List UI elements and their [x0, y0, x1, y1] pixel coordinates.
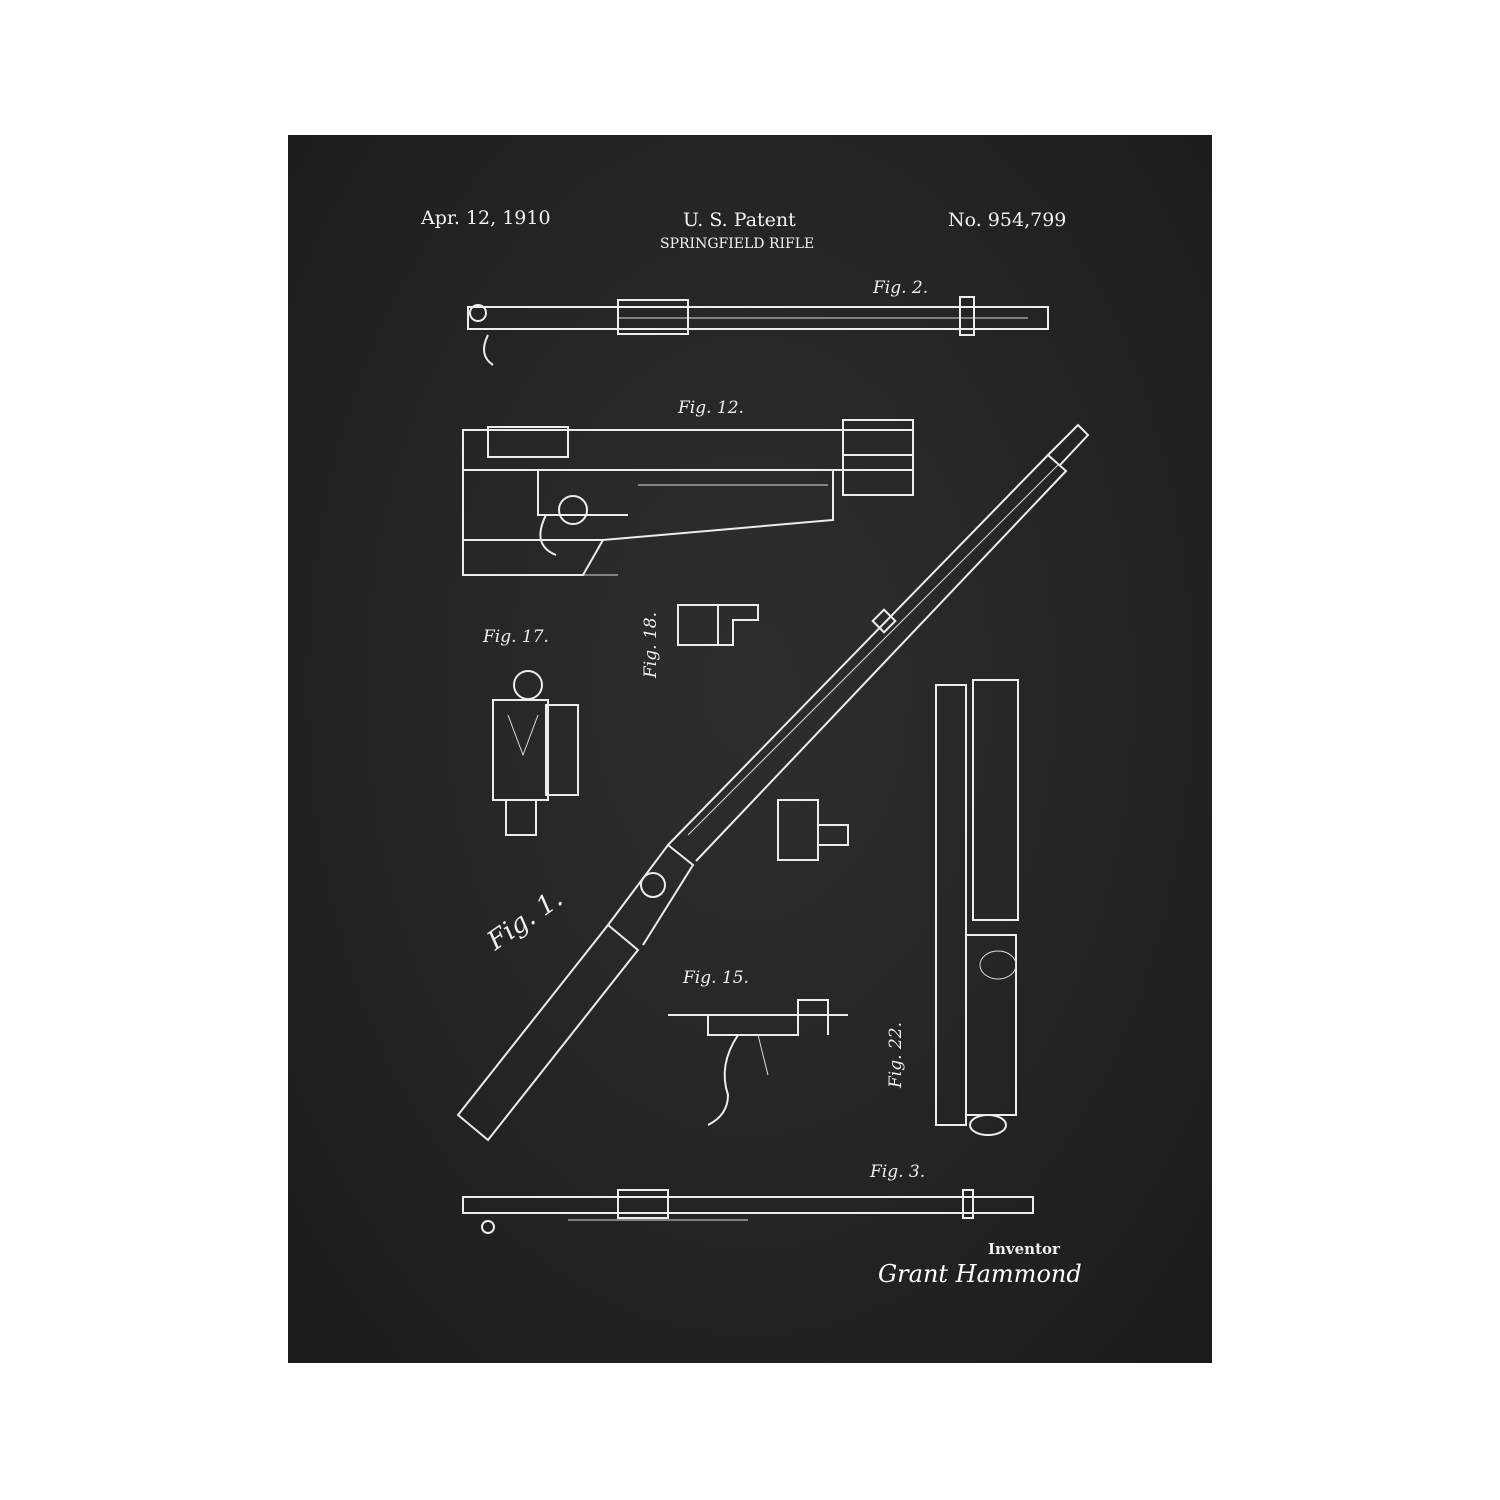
fig15-label: Fig. 15. — [683, 968, 749, 988]
patent-office: U. S. Patent — [683, 209, 796, 231]
patent-title: SPRINGFIELD RIFLE — [660, 236, 815, 252]
fig12-drawing — [462, 419, 914, 576]
patent-poster: Apr. 12, 1910 U. S. Patent SPRINGFIELD R… — [288, 135, 1212, 1363]
fig18-label: Fig. 18. — [640, 612, 661, 678]
fig12-label: Fig. 12. — [678, 398, 744, 418]
fig2-drawing — [467, 296, 1049, 366]
fig17-drawing — [492, 670, 579, 836]
patent-date: Apr. 12, 1910 — [421, 207, 551, 229]
patent-drawing — [456, 296, 1090, 1234]
fig3-drawing — [462, 1189, 1034, 1234]
small-part-drawing — [777, 799, 849, 861]
fig22-label: Fig. 22. — [885, 1022, 906, 1088]
fig1-drawing — [456, 423, 1090, 1142]
fig17-label: Fig. 17. — [483, 627, 549, 647]
inventor-label: Inventor — [988, 1240, 1060, 1258]
fig15-drawing — [668, 999, 848, 1126]
fig2-label: Fig. 2. — [873, 278, 929, 298]
fig22-drawing — [935, 679, 1019, 1136]
fig18-drawing — [677, 604, 759, 646]
fig3-label: Fig. 3. — [870, 1162, 926, 1182]
inventor-signature: Grant Hammond — [878, 1260, 1082, 1288]
patent-number: No. 954,799 — [948, 209, 1067, 231]
